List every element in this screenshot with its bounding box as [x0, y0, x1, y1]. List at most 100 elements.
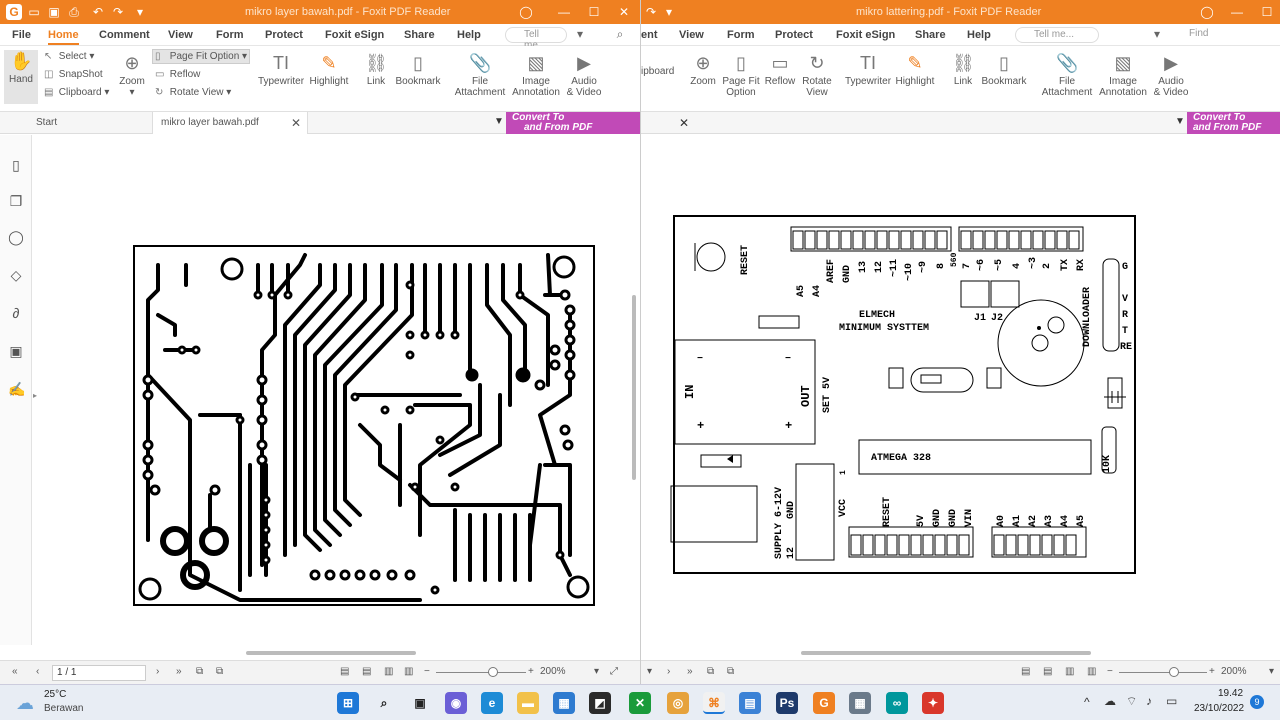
menu-protect[interactable]: Protect [265, 29, 303, 41]
zoom-value[interactable]: 200% [540, 666, 566, 677]
page-fit-option-button[interactable]: ▯ Page Fit Option ▾ [152, 49, 251, 64]
next-page-icon[interactable]: › [667, 666, 671, 677]
app-icon[interactable]: ◩ [589, 692, 611, 714]
zoom-in-icon[interactable]: + [1209, 666, 1215, 677]
rotate-view-button[interactable]: ↻ Rotate View ▾ [155, 87, 232, 98]
find-input[interactable]: Find [1189, 28, 1209, 39]
zoom-button[interactable]: ⊕Zoom [690, 53, 716, 87]
clipboard-button[interactable]: ▤ Clipboard ▾ [44, 87, 110, 98]
copy-icon[interactable]: ⧉ [196, 666, 204, 677]
reflow-button[interactable]: ▭Reflow [764, 53, 796, 87]
close-tab-icon[interactable]: ✕ [290, 116, 301, 130]
vertical-scrollbar[interactable] [632, 295, 636, 480]
menu-view[interactable]: View [679, 29, 704, 41]
print-icon[interactable]: ⎙ [69, 5, 79, 19]
security-panel-icon[interactable]: ▣ [9, 343, 23, 359]
fullscreen-icon[interactable]: ⤢ [610, 666, 618, 677]
tell-me-input[interactable]: Tell me... [1015, 27, 1099, 43]
xbox-icon[interactable]: ✕ [629, 692, 651, 714]
close-icon[interactable]: ✕ [618, 5, 630, 19]
undo-icon[interactable]: ↶ [92, 5, 104, 19]
redo-icon[interactable]: ↷ [112, 5, 124, 19]
snapshot-button[interactable]: ◫ SnapShot [44, 69, 103, 80]
clock-time[interactable]: 19.42 [1218, 688, 1244, 699]
foxit-reader-icon[interactable]: G [813, 692, 835, 714]
menu-protect[interactable]: Protect [775, 29, 813, 41]
reflow-button[interactable]: ▭ Reflow [155, 69, 201, 80]
link-button[interactable]: ⛓Link [952, 53, 975, 87]
bookmark-button[interactable]: ▯Bookmark [981, 53, 1027, 87]
customize-quick-access-icon[interactable]: ▾ [136, 5, 144, 19]
save-icon[interactable]: ▣ [48, 5, 60, 19]
page-dropdown-icon[interactable]: ▾ [647, 666, 653, 677]
menu-foxit-esign[interactable]: Foxit eSign [836, 29, 896, 41]
select-button[interactable]: ↖ Select ▾ [44, 51, 95, 62]
copy-icon[interactable]: ⧉ [707, 666, 715, 677]
continuous-icon[interactable]: ▤ [362, 666, 372, 677]
zoom-in-icon[interactable]: + [528, 666, 534, 677]
maximize-icon[interactable]: ☐ [1261, 5, 1273, 19]
teams-chat-icon[interactable]: ◉ [445, 692, 467, 714]
layers-panel-icon[interactable]: ◇ [10, 267, 22, 283]
zoom-dropdown-icon[interactable]: ▾ [594, 666, 600, 677]
menu-file[interactable]: File [12, 29, 31, 41]
search-icon[interactable]: ⌕ [380, 696, 388, 710]
bookmarks-panel-icon[interactable]: ▯ [12, 157, 20, 173]
zoom-slider-knob[interactable] [488, 667, 498, 677]
single-page-icon[interactable]: ▤ [340, 666, 350, 677]
close-tab-icon[interactable]: ✕ [679, 116, 690, 130]
weather-temp[interactable]: 25°C [44, 689, 67, 700]
minimize-icon[interactable]: — [1231, 5, 1243, 19]
zoom-slider-track[interactable] [1119, 672, 1207, 673]
maximize-icon[interactable]: ☐ [588, 5, 600, 19]
bookmark-button[interactable]: ▯Bookmark [395, 53, 441, 87]
customize-quick-access-icon[interactable]: ▾ [665, 5, 673, 19]
photoshop-icon[interactable]: Ps [776, 692, 798, 714]
battery-icon[interactable]: ▭ [1166, 694, 1178, 708]
menu-form[interactable]: Form [727, 29, 755, 41]
account-icon[interactable]: ◯ [519, 5, 533, 19]
highlight-button[interactable]: ✎Highlight [895, 53, 935, 87]
two-page-icon[interactable]: ⧉ [216, 666, 224, 677]
audio-video-button[interactable]: ▶Audio& Video [1153, 53, 1189, 98]
file-explorer-icon[interactable]: ▬ [517, 692, 539, 714]
comments-panel-icon[interactable]: ◯ [8, 229, 24, 245]
notification-badge[interactable]: 9 [1250, 695, 1264, 709]
link-button[interactable]: ⛓Link [365, 53, 388, 87]
tab-document[interactable]: mikro layer bawah.pdf✕ [152, 112, 308, 134]
signature-panel-icon[interactable]: ✍ [8, 381, 26, 397]
zoom-button[interactable]: ⊕Zoom▾ [119, 53, 145, 98]
last-page-icon[interactable]: » [687, 666, 693, 677]
continuous-icon[interactable]: ▤ [1043, 666, 1053, 677]
menu-comment[interactable]: Comment [99, 29, 150, 41]
app-red-icon[interactable]: ✦ [922, 692, 944, 714]
facing-icon[interactable]: ▥ [1065, 666, 1075, 677]
menu-share[interactable]: Share [915, 29, 946, 41]
next-page-icon[interactable]: › [156, 666, 160, 677]
tab-start[interactable]: Start [36, 117, 58, 128]
minimize-icon[interactable]: — [558, 5, 570, 19]
previous-page-icon[interactable]: ‹ [36, 666, 40, 677]
last-page-icon[interactable]: » [176, 666, 182, 677]
menu-home[interactable]: Home [48, 29, 79, 45]
continuous-facing-icon[interactable]: ▥ [404, 666, 414, 677]
chrome-icon[interactable]: ◎ [667, 692, 689, 714]
volume-icon[interactable]: ♪ [1146, 694, 1152, 708]
edge-icon[interactable]: e [481, 692, 503, 714]
highlight-button[interactable]: ✎Highlight [309, 53, 349, 87]
horizontal-scrollbar[interactable] [801, 651, 1091, 655]
zoom-out-icon[interactable]: − [1107, 666, 1113, 677]
weather-cloud-icon[interactable]: ☁ [16, 693, 34, 713]
facing-icon[interactable]: ▥ [384, 666, 394, 677]
expand-sidebar-icon[interactable]: ▸ [33, 391, 38, 400]
store-icon[interactable]: ▦ [553, 692, 575, 714]
menu-form[interactable]: Form [216, 29, 244, 41]
horizontal-scrollbar[interactable] [246, 651, 416, 655]
audio-video-button[interactable]: ▶Audio& Video [566, 53, 602, 98]
menu-foxit-esign[interactable]: Foxit eSign [325, 29, 385, 41]
